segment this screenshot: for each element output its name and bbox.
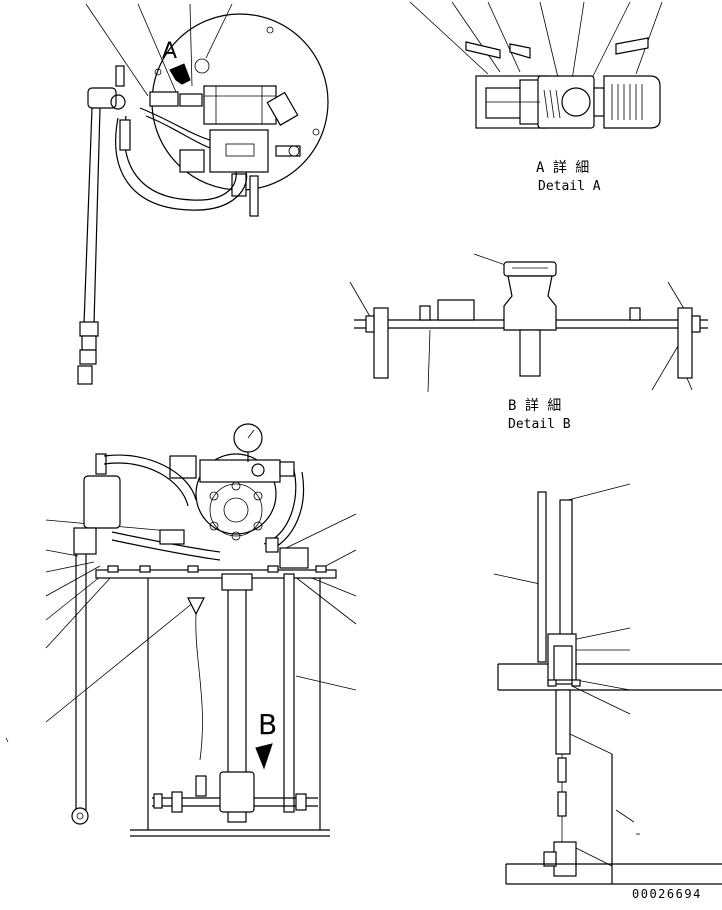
view-a-letter: A bbox=[162, 39, 177, 64]
view-b-letter: B bbox=[258, 708, 277, 741]
top-left-view: A bbox=[77, 3, 329, 385]
detail-b-jp-caption: B 詳 細 bbox=[508, 398, 561, 414]
detail-b-view: B 詳 細 Detail B bbox=[349, 253, 708, 432]
drawing-number: 00026694 bbox=[632, 887, 702, 901]
view-b-arrow-icon bbox=[255, 743, 273, 770]
detail-a-en-caption: Detail A bbox=[538, 179, 601, 194]
detail-a-jp-caption: A 詳 細 bbox=[536, 160, 589, 176]
bottom-right-view bbox=[493, 483, 722, 885]
detail-b-en-caption: Detail B bbox=[508, 417, 571, 432]
bottom-left-view: B bbox=[5, 423, 357, 837]
detail-a-view: A 詳 細 Detail A bbox=[409, 1, 663, 194]
pump-block bbox=[203, 85, 277, 125]
view-a-arrow-icon bbox=[169, 63, 191, 85]
